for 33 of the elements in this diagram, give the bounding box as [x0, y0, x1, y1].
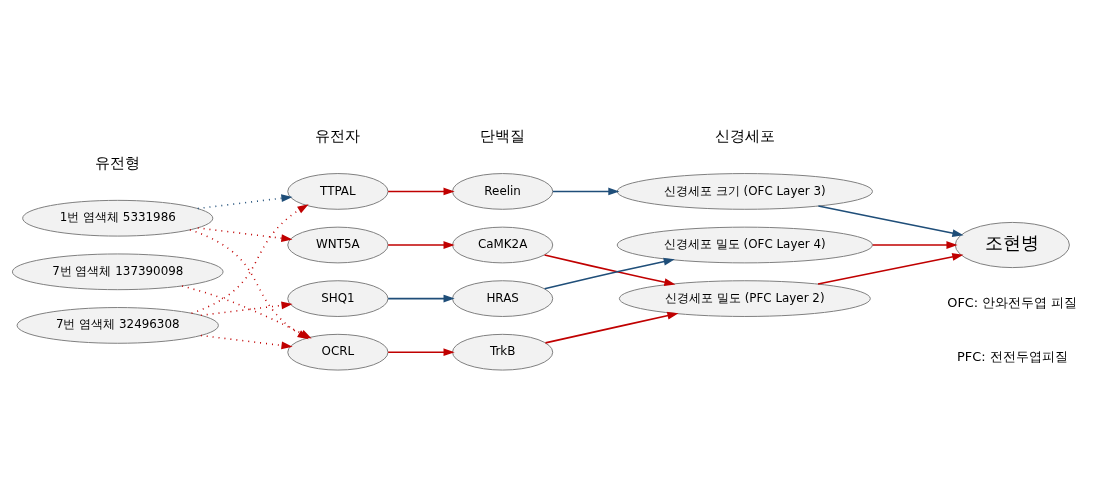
node-ellipse: SHQ1	[287, 279, 389, 317]
arrow	[197, 226, 293, 242]
node-ellipse: TrkB	[452, 333, 554, 371]
label: 유전형	[95, 153, 141, 172]
arrow	[552, 187, 620, 195]
arrow	[190, 203, 309, 314]
node-ellipse: CaMK2A	[452, 226, 554, 263]
arrow	[387, 240, 455, 249]
arrow	[200, 301, 293, 316]
node-ellipse: 7번 염색체 137390098	[11, 252, 224, 290]
node-ellipse: 1번 염색체 5331986	[22, 199, 214, 237]
arrow	[544, 311, 679, 344]
arrow	[871, 240, 958, 249]
node-ellipse: 조현병	[954, 221, 1070, 268]
arrow	[817, 204, 964, 237]
node-ellipse: Reelin	[452, 172, 554, 210]
node-ellipse: HRAS	[452, 279, 554, 317]
arrow	[387, 187, 455, 195]
label: OFC: 안와전두엽 피질	[947, 294, 1078, 310]
arrow	[387, 294, 455, 302]
label: 단백질	[480, 126, 526, 145]
label: PFC: 전전두엽피질	[957, 348, 1068, 364]
node-ellipse: 신경세포 크기 (OFC Layer 3)	[616, 172, 873, 210]
node-ellipse: OCRL	[287, 333, 389, 371]
arrow	[817, 252, 964, 285]
label: 유전자	[315, 126, 361, 145]
arrow	[197, 193, 293, 209]
node-ellipse: 7번 염색체 32496308	[16, 306, 219, 344]
label: 신경세포	[714, 126, 775, 145]
node-ellipse: TTPAL	[287, 172, 389, 210]
arrow	[387, 347, 455, 356]
arrow	[200, 334, 293, 349]
node-ellipse: WNT5A	[287, 226, 389, 263]
